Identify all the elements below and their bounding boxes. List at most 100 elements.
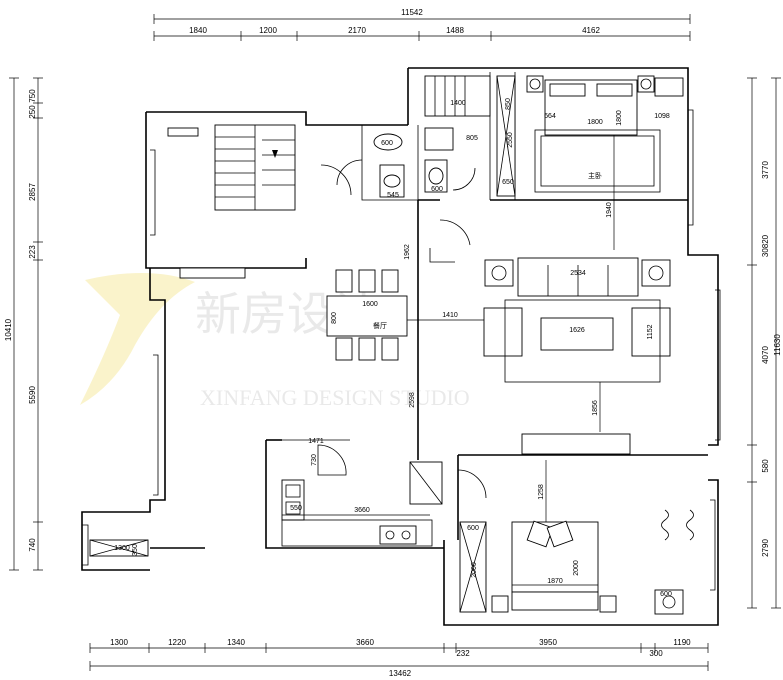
right-dimensions: 3770 30820 4070 580 2790 11630	[747, 77, 782, 609]
wc-small-dim: 600	[431, 186, 443, 193]
tv-console	[521, 433, 631, 455]
bed2-wardrobe-dim: 600	[467, 525, 479, 532]
bathroom: 545 600 600 805 1400	[336, 75, 491, 199]
master-depth-dim: 1940	[606, 202, 613, 218]
staircase	[214, 124, 296, 211]
bed2-nightstand-right	[599, 595, 617, 613]
master-bed-dim: 1800	[587, 119, 603, 126]
windows	[82, 109, 721, 591]
kitchen-counter	[281, 519, 433, 547]
wc-wide-dim: 805	[466, 135, 478, 142]
stair-door-swing	[320, 164, 352, 196]
dining-table	[326, 295, 408, 337]
kitchen-counter-dim: 3660	[354, 507, 370, 514]
bottom-seg-3: 1340	[227, 638, 245, 647]
closet-depth-dim: 850	[505, 98, 512, 110]
bed2-gap-dim: 1258	[538, 484, 545, 500]
bed2-depth-dim: 2000	[471, 562, 478, 578]
right-seg-1: 3770	[761, 161, 770, 179]
wc2-toilet	[424, 127, 454, 151]
dining-room-label: 餐厅	[373, 321, 387, 330]
balcony-unit-dim: 1300	[114, 545, 130, 552]
top-total-dim: 11542	[401, 8, 423, 17]
bottom-seg-5: 232	[456, 649, 470, 658]
shoe-cabinet	[429, 248, 455, 263]
armchair-left	[483, 307, 523, 357]
master-closet: 2550 850 650	[496, 75, 516, 197]
dining-side-dim: 800	[331, 312, 338, 324]
master-bathtub	[424, 75, 491, 117]
nightstand-left	[526, 75, 544, 93]
top-seg-3: 2170	[348, 26, 366, 35]
left-total-dim: 10410	[4, 318, 13, 341]
second-bedroom: 600 2000 2000 1870 1258 600	[457, 460, 694, 615]
living-room: 2534 1152 1626 1856 2598	[409, 257, 671, 455]
top-seg-1: 1840	[189, 26, 207, 35]
left-seg-4: 223	[28, 245, 37, 259]
kitchen-top-dim: 1471	[308, 438, 324, 445]
bottom-seg-7: 300	[649, 649, 663, 658]
watermark-text-en: XINFANG DESIGN STUDIO	[200, 385, 470, 410]
bed2-nightstand-left	[491, 595, 509, 613]
dining-area: 1600 800 餐厅 1410	[326, 269, 485, 361]
master-bath-window-dim: 1400	[450, 100, 466, 107]
kitchen: 1471 730 550 3660	[281, 438, 443, 547]
sink-depth-dim: 550	[290, 505, 302, 512]
corridor2-dim: 2598	[409, 392, 416, 408]
bottom-total-dim: 13462	[389, 669, 412, 678]
master-side-dim: 1800	[616, 110, 623, 126]
left-dimensions: 10410 750 250 2857 223 5590 740	[4, 77, 43, 571]
right-seg-5: 2790	[761, 539, 770, 557]
watermark-logo-swoosh	[80, 272, 195, 405]
tv-distance-dim: 1856	[592, 400, 599, 416]
bed2-side-unit	[654, 589, 684, 615]
corridor-dim: 1962	[404, 244, 411, 260]
master-left-dim: 664	[544, 113, 556, 120]
top-seg-5: 4162	[582, 26, 600, 35]
coffee-table	[540, 317, 614, 351]
tv-cabinet-upper	[179, 267, 246, 279]
closet-width-dim: 2550	[507, 132, 514, 148]
dining-table-dim: 1600	[362, 301, 378, 308]
wc-toilet-icon	[373, 133, 403, 151]
bath-basin-dim: 545	[387, 192, 399, 199]
left-seg-3: 2857	[28, 183, 37, 201]
stove-icon	[379, 525, 417, 545]
watermark: 新房设计 XINFANG DESIGN STUDIO	[80, 272, 470, 410]
dining-gap-dim: 1410	[442, 312, 458, 319]
bed2-bench	[511, 591, 599, 611]
balcony: 1300 350	[89, 539, 149, 557]
coffee-table-dim: 1626	[569, 327, 585, 334]
master-bedroom: 664 1800 1800 1098 主卧 1940	[526, 75, 684, 250]
wc-door-swing	[452, 167, 476, 191]
master-right-dim: 1098	[654, 113, 670, 120]
closet-small-dim: 650	[502, 179, 514, 186]
bed2-width-dim: 1870	[547, 578, 563, 585]
right-seg-3: 4070	[761, 346, 770, 364]
armchair-dim: 1152	[647, 324, 654, 339]
balcony-depth-dim: 350	[132, 544, 139, 556]
left-seg-6: 740	[28, 538, 37, 552]
right-seg-4: 580	[761, 459, 770, 473]
side-table-left	[484, 259, 514, 287]
master-dresser	[654, 77, 684, 97]
bath-small-dim: 600	[381, 140, 393, 147]
nightstand-right	[637, 75, 655, 93]
top-seg-2: 1200	[259, 26, 277, 35]
bath-door-swing	[336, 159, 363, 186]
sofa-width-dim: 2534	[570, 270, 586, 277]
plant-icon	[686, 509, 694, 541]
plant-icon	[661, 509, 669, 541]
bottom-seg-8: 1190	[673, 638, 691, 647]
upper-left-window-unit	[167, 127, 199, 137]
right-total-dim: 11630	[773, 334, 782, 356]
bottom-seg-4: 3660	[356, 638, 374, 647]
left-seg-2: 250	[28, 105, 37, 119]
armchair-right	[631, 307, 671, 357]
stair-arrow-icon	[272, 150, 278, 158]
right-seg-2: 30820	[761, 234, 770, 257]
side-table-right	[641, 259, 671, 287]
master-rug	[534, 129, 661, 193]
bed2-bed-dim: 2000	[573, 560, 580, 576]
